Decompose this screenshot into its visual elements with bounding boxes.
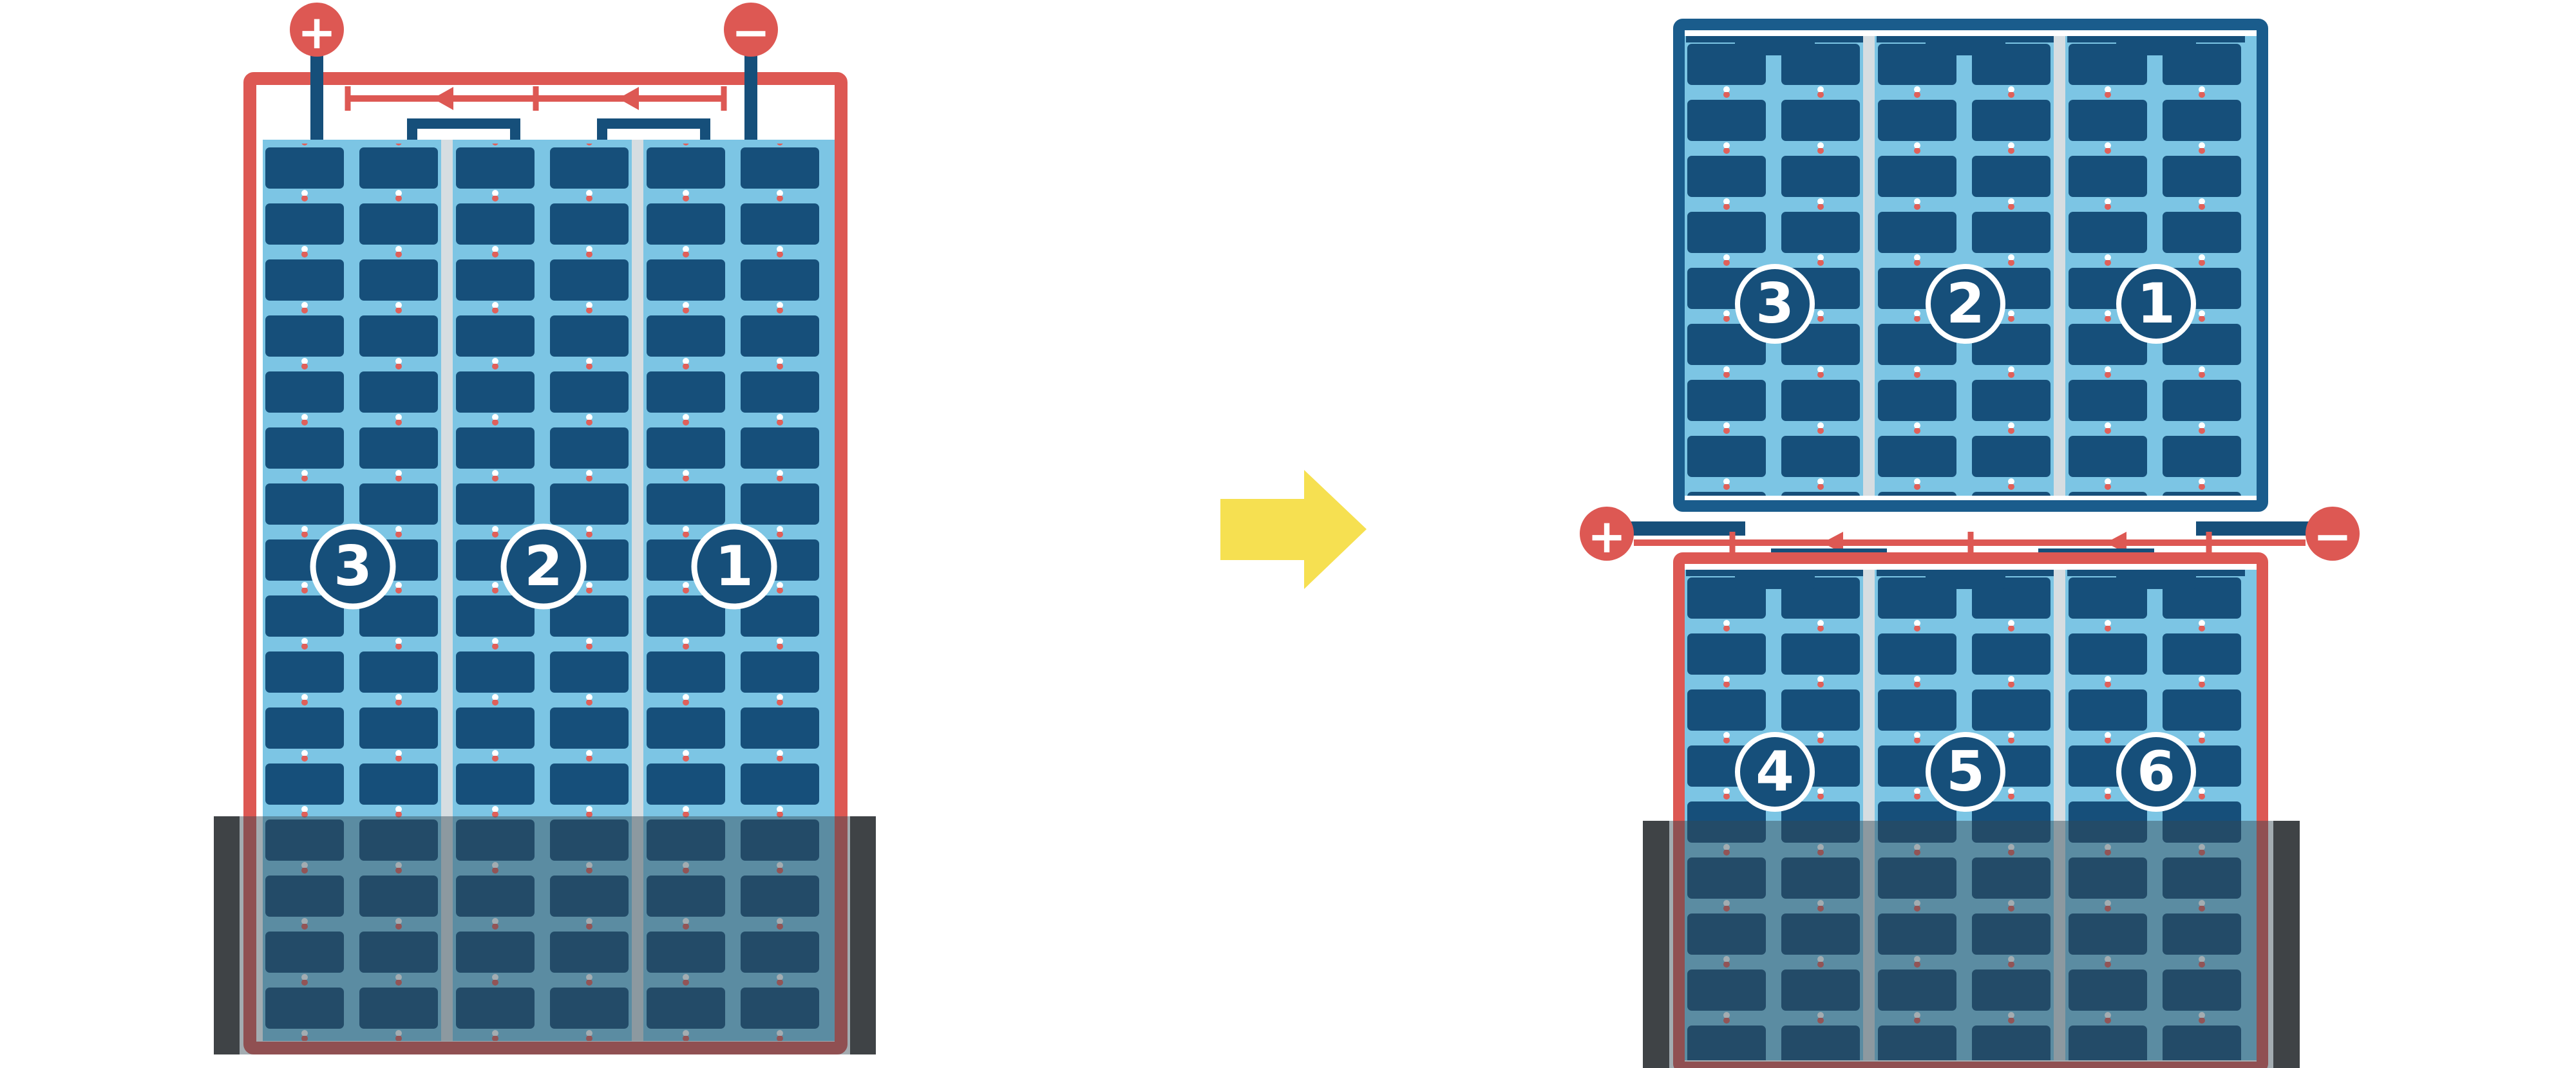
minus-glyph: −: [2313, 509, 2352, 563]
string-badge: [500, 523, 587, 610]
string-label: 5: [1946, 740, 1985, 804]
string-jumper: [407, 118, 520, 155]
positive-post: [1629, 521, 1745, 536]
right-bottom-panel: 4 5 6: [1685, 570, 2257, 1060]
minus-circle-icon: [2306, 507, 2360, 561]
right-top-panel: 3 2 1: [1685, 36, 2257, 496]
plus-glyph: +: [298, 5, 336, 59]
minus-circle-icon: [724, 3, 778, 57]
bus-bar-tab: [1926, 570, 2005, 589]
right-module: 3 2 1: [1580, 19, 2360, 1068]
left-module-frame: [243, 72, 848, 1054]
bus-bar-tab: [1735, 36, 1815, 55]
column-separator: [2054, 36, 2065, 496]
string-badge: [1735, 732, 1815, 812]
string-badge: [1926, 264, 2005, 344]
negative-terminal: −: [2306, 507, 2360, 563]
bus-bar-tab: [1735, 570, 1815, 589]
shade-bar-right: [850, 816, 876, 1054]
left-module: 3 2 1 + −: [214, 3, 876, 1054]
string-jumper: [597, 118, 710, 155]
left-panel: 3 2 1: [263, 140, 835, 1041]
string-label: 1: [715, 534, 753, 599]
current-arrow-icon: [433, 87, 453, 110]
negative-terminal: −: [724, 3, 778, 59]
column-separator: [632, 140, 643, 1041]
shade-bar-left: [1643, 821, 1669, 1068]
string-badge: [2116, 732, 2196, 812]
string-label: 3: [334, 534, 372, 599]
bus-bar-tab: [1926, 36, 2005, 55]
bus-bar-tab: [2116, 570, 2196, 589]
shading-overlay: [1643, 821, 2300, 1068]
column-separator: [1863, 36, 1875, 496]
shading-overlay: [214, 816, 876, 1054]
current-arrow-icon: [1823, 532, 1843, 554]
plus-circle-icon: [290, 3, 344, 57]
string-badge: [691, 523, 777, 610]
plus-glyph: +: [1587, 509, 1626, 563]
positive-terminal: +: [1580, 507, 1634, 563]
string-badge: [2116, 264, 2196, 344]
current-arrow-icon: [2106, 532, 2126, 554]
column-separator: [441, 140, 453, 1041]
string-label: 2: [1946, 272, 1985, 336]
string-label: 1: [2137, 272, 2175, 336]
right-block-arrow-icon: [1220, 470, 1367, 589]
string-label: 4: [1756, 740, 1794, 804]
minus-glyph: −: [732, 5, 770, 59]
plus-circle-icon: [1580, 507, 1634, 561]
shade-bar-left: [214, 816, 240, 1054]
string-label: 2: [524, 534, 563, 599]
positive-post: [310, 42, 323, 153]
right-bottom-frame: [1673, 552, 2268, 1068]
column-separator: [1863, 570, 1875, 1060]
string-badge: [1735, 264, 1815, 344]
string-label: 3: [1756, 272, 1794, 336]
current-arrow-icon: [618, 87, 639, 110]
column-separator: [2054, 570, 2065, 1060]
positive-terminal: +: [290, 3, 344, 59]
negative-post: [744, 42, 757, 153]
right-top-frame: [1673, 19, 2268, 512]
bus-bar-tab: [2116, 36, 2196, 55]
left-current-wire: [345, 86, 727, 111]
solar-cell-grid: [1685, 570, 2257, 1060]
string-badge: [310, 523, 396, 610]
string-badge: [1926, 732, 2005, 812]
string-label: 6: [2137, 740, 2175, 804]
negative-post: [2196, 521, 2312, 536]
shade-bar-right: [2273, 821, 2300, 1068]
